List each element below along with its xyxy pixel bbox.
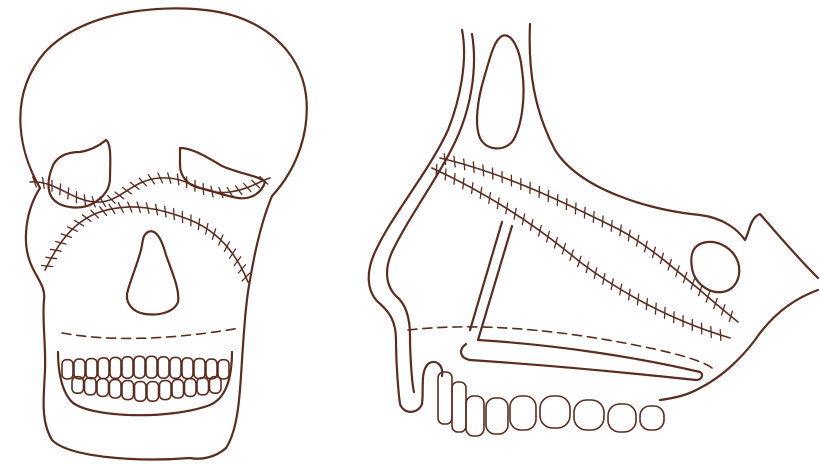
tooth bbox=[185, 379, 197, 397]
orbit-lateral bbox=[691, 242, 739, 292]
posterior-maxilla bbox=[660, 290, 818, 400]
tooth bbox=[160, 381, 172, 400]
right-orbit bbox=[180, 148, 265, 198]
tooth bbox=[218, 360, 229, 379]
vertical-osteotomy-line bbox=[470, 222, 512, 340]
tooth bbox=[86, 359, 97, 379]
nasal-aperture bbox=[127, 231, 178, 314]
tooth bbox=[74, 359, 85, 379]
tooth bbox=[574, 400, 604, 430]
tooth bbox=[182, 358, 193, 379]
suture-ticks-upper-lateral bbox=[444, 154, 732, 322]
tooth bbox=[206, 359, 217, 379]
tooth bbox=[97, 379, 109, 397]
dashed-osteotomy-line-frontal bbox=[62, 328, 240, 338]
maxilla-contour bbox=[461, 340, 702, 380]
teeth-lateral bbox=[438, 372, 664, 436]
tooth bbox=[540, 396, 570, 428]
suture-ticks-lower-frontal bbox=[42, 202, 250, 281]
suture-line-lower-frontal bbox=[45, 207, 248, 282]
tooth bbox=[110, 380, 122, 398]
left-orbit bbox=[49, 140, 111, 207]
face-left-outline bbox=[26, 188, 190, 459]
tooth bbox=[486, 398, 508, 434]
tooth bbox=[62, 360, 73, 379]
tooth bbox=[170, 357, 181, 378]
nasal-profile-outer bbox=[369, 30, 464, 412]
orbital-rim-lateral bbox=[530, 24, 818, 278]
cranium-outline bbox=[20, 8, 306, 196]
tooth bbox=[172, 380, 184, 398]
tooth bbox=[466, 396, 484, 436]
tooth bbox=[438, 372, 452, 424]
tooth bbox=[640, 406, 664, 430]
tooth bbox=[197, 378, 209, 395]
suture-line-upper-frontal bbox=[30, 178, 270, 202]
tooth bbox=[608, 404, 636, 432]
tooth bbox=[147, 382, 159, 402]
tooth bbox=[110, 357, 121, 378]
tooth bbox=[146, 356, 157, 378]
suture-ticks-upper-frontal bbox=[33, 173, 268, 207]
tooth bbox=[510, 396, 536, 430]
tooth bbox=[135, 382, 147, 402]
tooth bbox=[122, 381, 134, 400]
tooth bbox=[134, 356, 145, 378]
tooth bbox=[85, 378, 97, 395]
tooth bbox=[194, 359, 205, 379]
tooth bbox=[122, 357, 133, 378]
frontal-sinus bbox=[477, 35, 524, 148]
face-right-outline bbox=[190, 196, 272, 459]
teeth-frontal bbox=[62, 356, 229, 401]
tooth bbox=[452, 382, 466, 432]
lateral-view bbox=[369, 24, 818, 436]
frontal-skull-view bbox=[20, 8, 306, 459]
suture-line-lower-lateral bbox=[432, 168, 730, 338]
tooth bbox=[158, 357, 169, 378]
tooth bbox=[98, 358, 109, 379]
